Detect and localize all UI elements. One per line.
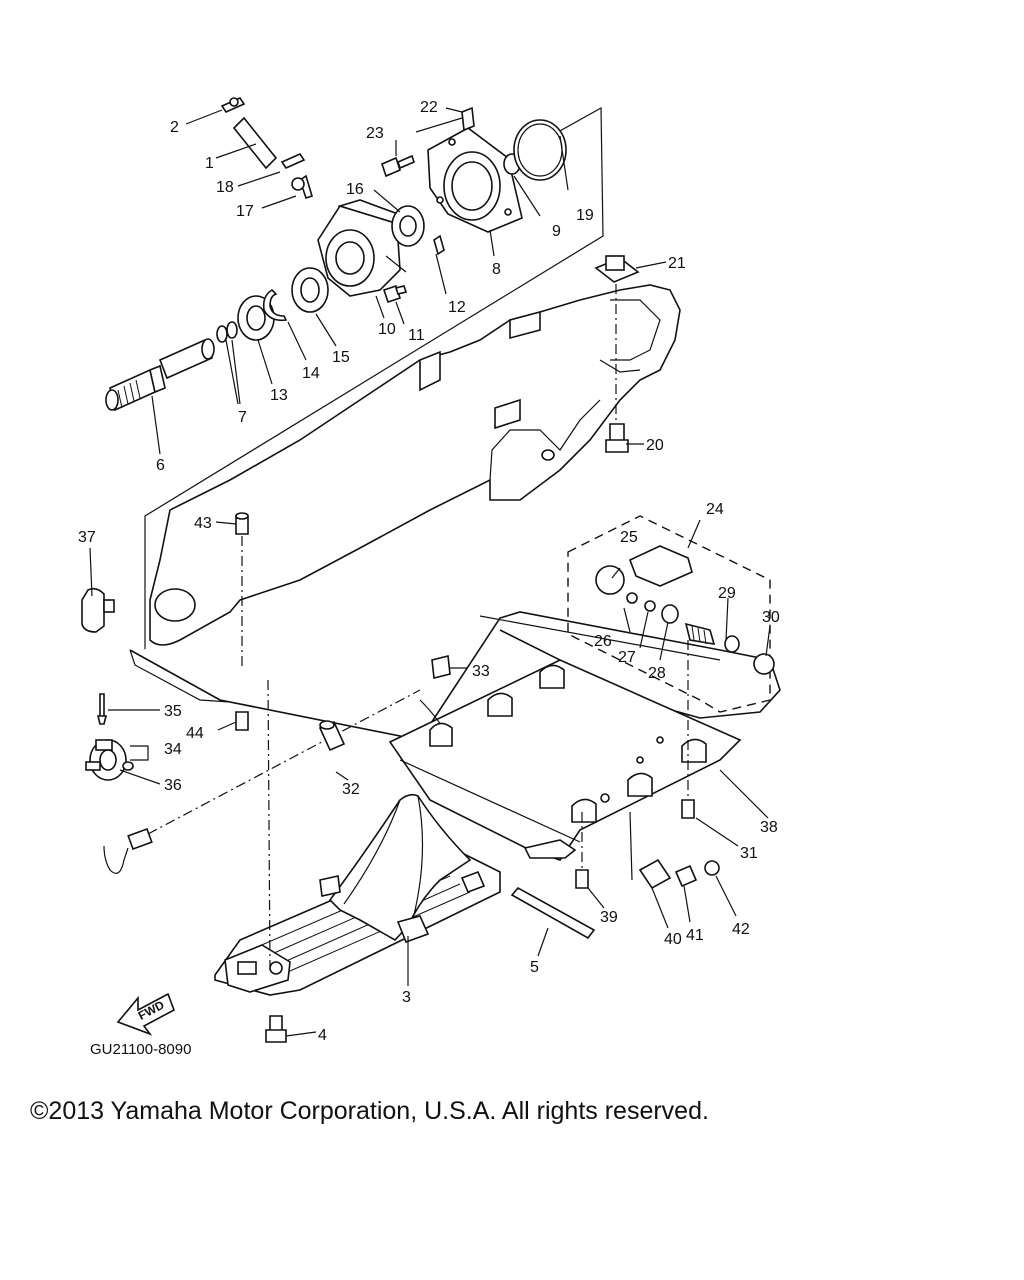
plate-22 [461, 106, 475, 132]
callout-17: 17 [236, 203, 254, 220]
callout-24: 24 [706, 501, 724, 518]
leader-lines [89, 107, 771, 1037]
callout-25: 25 [620, 529, 638, 546]
intake-duct [214, 793, 501, 996]
callout-37: 37 [78, 529, 96, 546]
clamp-34-36 [85, 739, 134, 781]
part-21 [594, 255, 640, 283]
callout-11: 11 [408, 327, 425, 344]
callout-14: 14 [302, 365, 320, 382]
clip-18 [280, 152, 306, 170]
bolt-44 [235, 711, 249, 731]
o-ring-19 [513, 119, 567, 181]
callout-38: 38 [760, 819, 778, 836]
callout-13: 13 [270, 387, 288, 404]
callout-23: 23 [366, 125, 384, 142]
callout-7: 7 [238, 409, 247, 426]
bracket-33 [431, 655, 451, 679]
callout-12: 12 [448, 299, 466, 316]
callout-43: 43 [194, 515, 212, 532]
callout-18: 18 [216, 179, 234, 196]
callout-32: 32 [342, 781, 360, 798]
bolt-43 [235, 512, 249, 535]
flange-housing [427, 127, 523, 256]
callout-1: 1 [205, 155, 214, 172]
callout-4: 4 [318, 1027, 327, 1044]
callout-3: 3 [402, 989, 411, 1006]
callout-6: 6 [156, 457, 165, 474]
screw-42 [704, 860, 720, 876]
hull-body [149, 284, 681, 646]
pin-1 [232, 116, 278, 170]
cable-line [103, 845, 129, 874]
callout-numbers: 1 2 3 4 5 6 7 8 9 10 11 12 13 14 15 16 1… [78, 99, 780, 1044]
callout-42: 42 [732, 921, 750, 938]
drive-shaft-group [105, 267, 329, 412]
plate-41 [674, 864, 698, 888]
callout-30: 30 [762, 609, 780, 626]
fwd-arrow: FWD [116, 992, 175, 1036]
callout-9: 9 [552, 223, 561, 240]
rivet-35 [96, 693, 108, 725]
callout-2: 2 [170, 119, 179, 136]
callout-27: 27 [618, 649, 636, 666]
callout-16: 16 [346, 181, 364, 198]
callout-31: 31 [740, 845, 758, 862]
callout-40: 40 [664, 931, 682, 948]
part-5-bar [510, 886, 596, 940]
callout-21: 21 [668, 255, 686, 272]
clip-37 [81, 587, 105, 633]
callout-41: 41 [686, 927, 704, 944]
bracket-40 [629, 811, 672, 890]
bolt-11 [382, 284, 408, 304]
callout-22: 22 [420, 99, 438, 116]
bolt-31 [681, 799, 695, 819]
callout-10: 10 [378, 321, 396, 338]
callout-26: 26 [594, 633, 612, 650]
bolt-39 [575, 869, 589, 889]
connector-parts [595, 545, 775, 675]
diagram-code: GU21100-8090 [90, 1041, 191, 1058]
callout-29: 29 [718, 585, 736, 602]
upper-group-bracket [144, 106, 604, 650]
callout-36: 36 [164, 777, 182, 794]
callout-34: 34 [164, 741, 182, 758]
callout-39: 39 [600, 909, 618, 926]
copyright-notice: ©2013 Yamaha Motor Corporation, U.S.A. A… [30, 1097, 709, 1125]
callout-44: 44 [186, 725, 204, 742]
bolt-23 [381, 154, 415, 178]
callout-35: 35 [164, 703, 182, 720]
callout-20: 20 [646, 437, 664, 454]
callout-19: 19 [576, 207, 594, 224]
callout-8: 8 [492, 261, 501, 278]
group-24-box [567, 515, 771, 713]
bolt-4 [265, 1015, 287, 1043]
bolt-20 [605, 423, 629, 453]
callout-15: 15 [332, 349, 350, 366]
callout-28: 28 [648, 665, 666, 682]
callout-33: 33 [472, 663, 490, 680]
callout-5: 5 [530, 959, 539, 976]
bearing-housing [291, 174, 425, 297]
